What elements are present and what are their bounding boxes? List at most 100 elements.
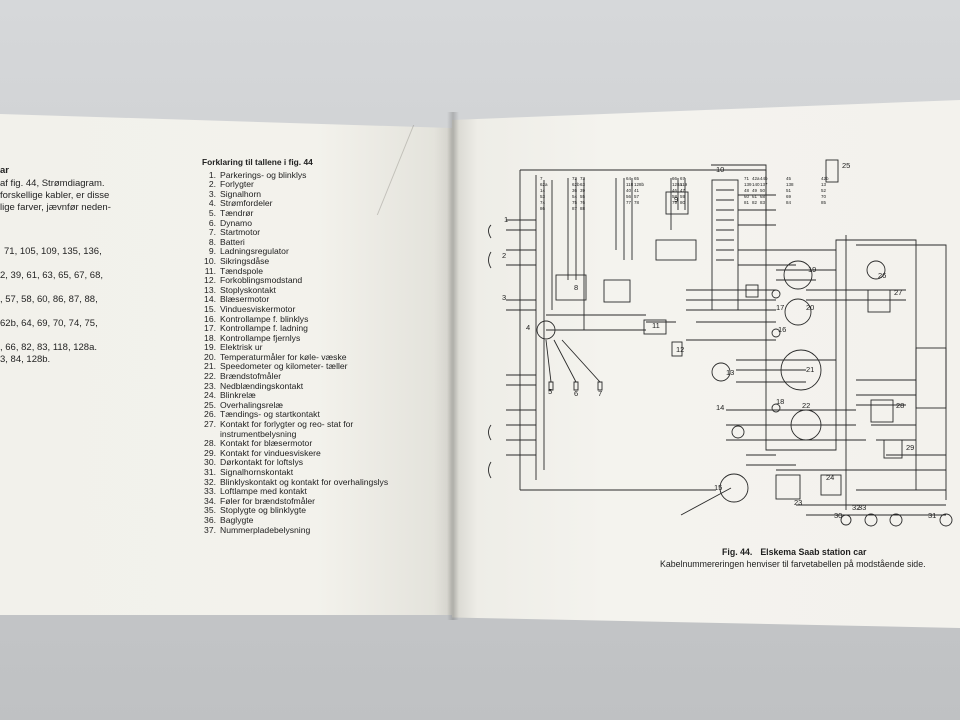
wire-label: 50 xyxy=(760,188,766,193)
left-fragment: , 66, 82, 83, 118, 128a. xyxy=(0,342,98,353)
component-label: 17 xyxy=(776,303,784,312)
wire-label: 57 xyxy=(634,194,640,199)
legend-item-number: 34. xyxy=(204,495,216,506)
legend-item-number: 36. xyxy=(204,514,216,525)
legend-item-text: Nedblændingskontakt xyxy=(220,380,304,391)
wire-label: 74 xyxy=(540,200,546,205)
legend-item-number: 10. xyxy=(204,255,216,266)
figure-title-text: Elskema Saab station car xyxy=(760,547,867,557)
legend-item-number: 33. xyxy=(204,486,216,497)
wire-label: 76 xyxy=(580,200,586,205)
component-label: 4 xyxy=(526,323,530,332)
wire-label: 41 xyxy=(634,188,640,193)
component-label: 12 xyxy=(676,345,684,354)
legend-item: 14.Blæsermotor xyxy=(202,295,392,305)
legend-item-text: Signalhorn xyxy=(220,188,262,199)
wire-label: 61 xyxy=(752,194,758,199)
legend-item-text: Blinklyskontakt og kontakt for overhalin… xyxy=(220,476,389,487)
wire-label: 62b xyxy=(572,182,580,187)
wire-label: 36 xyxy=(572,188,578,193)
legend-item-text: Kontrollampe f. ladning xyxy=(220,323,308,334)
legend-item-number: 29. xyxy=(204,447,216,458)
wire-label: 56 xyxy=(626,194,632,199)
legend-item: 32.Blinklyskontakt og kontakt for overha… xyxy=(202,476,392,488)
wire-label: 83 xyxy=(760,200,766,205)
component-label: 14 xyxy=(716,403,724,412)
wire-label: 55 xyxy=(580,194,586,199)
legend-item-text: Ladningsregulator xyxy=(220,246,289,257)
component-label: 30 xyxy=(834,511,842,520)
left-fragment: 3, 84, 128b. xyxy=(0,354,51,365)
left-fragment: 71, 105, 109, 135, 136, xyxy=(4,246,102,257)
component-label: 15 xyxy=(714,483,722,492)
component-label: 27 xyxy=(894,288,902,297)
wire-label: 44b xyxy=(760,176,768,181)
left-fragment: , 57, 58, 60, 86, 87, 88, xyxy=(0,294,98,305)
legend-item: 9. Ladningsregulator xyxy=(202,247,392,257)
legend-item: 34.Føler for brændstofmåler xyxy=(202,495,392,507)
component-label: 18 xyxy=(776,397,784,406)
legend-item-number: 5. xyxy=(208,207,216,218)
legend-item-number: 37. xyxy=(204,524,216,535)
legend-item-number: 7. xyxy=(208,227,216,238)
wire-label: 14 xyxy=(540,188,546,193)
wire-label: 49 xyxy=(752,188,758,193)
wire-label: 75 xyxy=(572,200,578,205)
wire-label: 73 xyxy=(580,176,586,181)
wire-label: 48 xyxy=(744,188,750,193)
component-label: 10 xyxy=(716,165,724,174)
legend-item-number: 27. xyxy=(204,419,216,430)
legend-item: 11.Tændspole xyxy=(202,265,392,277)
wire-label: 52 xyxy=(821,188,827,193)
legend-item-number: 20. xyxy=(204,351,216,362)
wire-label: 69 xyxy=(786,194,792,199)
legend-item-number: 18. xyxy=(204,332,216,343)
legend-item-number: 1. xyxy=(208,169,216,180)
legend-item-text: Baglygte xyxy=(220,514,254,525)
component-label: 1 xyxy=(504,215,508,224)
legend-item-number: 9. xyxy=(208,246,216,257)
legend: Forklaring til tallene i fig. 44 1.Parke… xyxy=(202,157,392,536)
legend-item: 17. Kontrollampe f. ladning xyxy=(202,323,392,334)
legend-item: 16.Kontrollampe f. blinklys xyxy=(202,314,392,325)
legend-item-text: Forlygter xyxy=(220,179,254,190)
wire-label: 84 xyxy=(786,200,792,205)
legend-item-text: Batteri xyxy=(220,236,245,247)
legend-item: 10. Sikringsdåse xyxy=(202,255,392,267)
legend-item: 36. Baglygte xyxy=(202,514,392,526)
legend-item: 33.Loftlampe med kontakt xyxy=(202,487,392,497)
legend-item-text: Brændstofmåler xyxy=(220,371,282,382)
legend-item-number: 19. xyxy=(204,342,216,353)
component-label: 5 xyxy=(548,387,552,396)
legend-item-number: 24. xyxy=(204,390,216,401)
wire-label: 79 xyxy=(672,200,678,205)
legend-item-text: Elektrisk ur xyxy=(220,342,263,353)
wire-label: 78 xyxy=(634,200,640,205)
legend-item-text: Parkerings- og blinklys xyxy=(220,169,307,180)
component-label: 32 xyxy=(852,503,860,512)
legend-item-number: 17. xyxy=(204,323,216,334)
legend-item-text: Forkoblingsmodstand xyxy=(220,275,303,286)
legend-item-text: Tændspole xyxy=(220,265,263,276)
legend-item-number: 26. xyxy=(204,409,216,420)
legend-item: 12.Forkoblingsmodstand xyxy=(202,276,392,286)
wire-label: 81 xyxy=(744,200,750,205)
wire-label: 118 xyxy=(626,182,634,187)
legend-item-text: Dynamo xyxy=(220,217,252,228)
component-label: 29 xyxy=(906,443,914,452)
left-fragment: 2, 39, 61, 63, 65, 67, 68, xyxy=(0,270,103,281)
wire-label: 40 xyxy=(626,188,632,193)
legend-item-number: 8. xyxy=(208,236,216,247)
legend-item: 22.Brændstofmåler xyxy=(202,371,392,382)
legend-item: 3.Signalhorn xyxy=(202,188,392,200)
component-label: 24 xyxy=(826,473,834,482)
legend-item-number: 30. xyxy=(204,457,216,468)
legend-item: 35.Stoplygte og blinklygte xyxy=(202,506,392,516)
wire-label: 82 xyxy=(752,200,758,205)
component-label: 11 xyxy=(652,321,660,330)
left-fragment: forskellige kabler, er disse xyxy=(0,190,110,201)
legend-item-text: Sikringsdåse xyxy=(220,255,270,266)
legend-item: 37.Nummerpladebelysning xyxy=(202,524,392,536)
